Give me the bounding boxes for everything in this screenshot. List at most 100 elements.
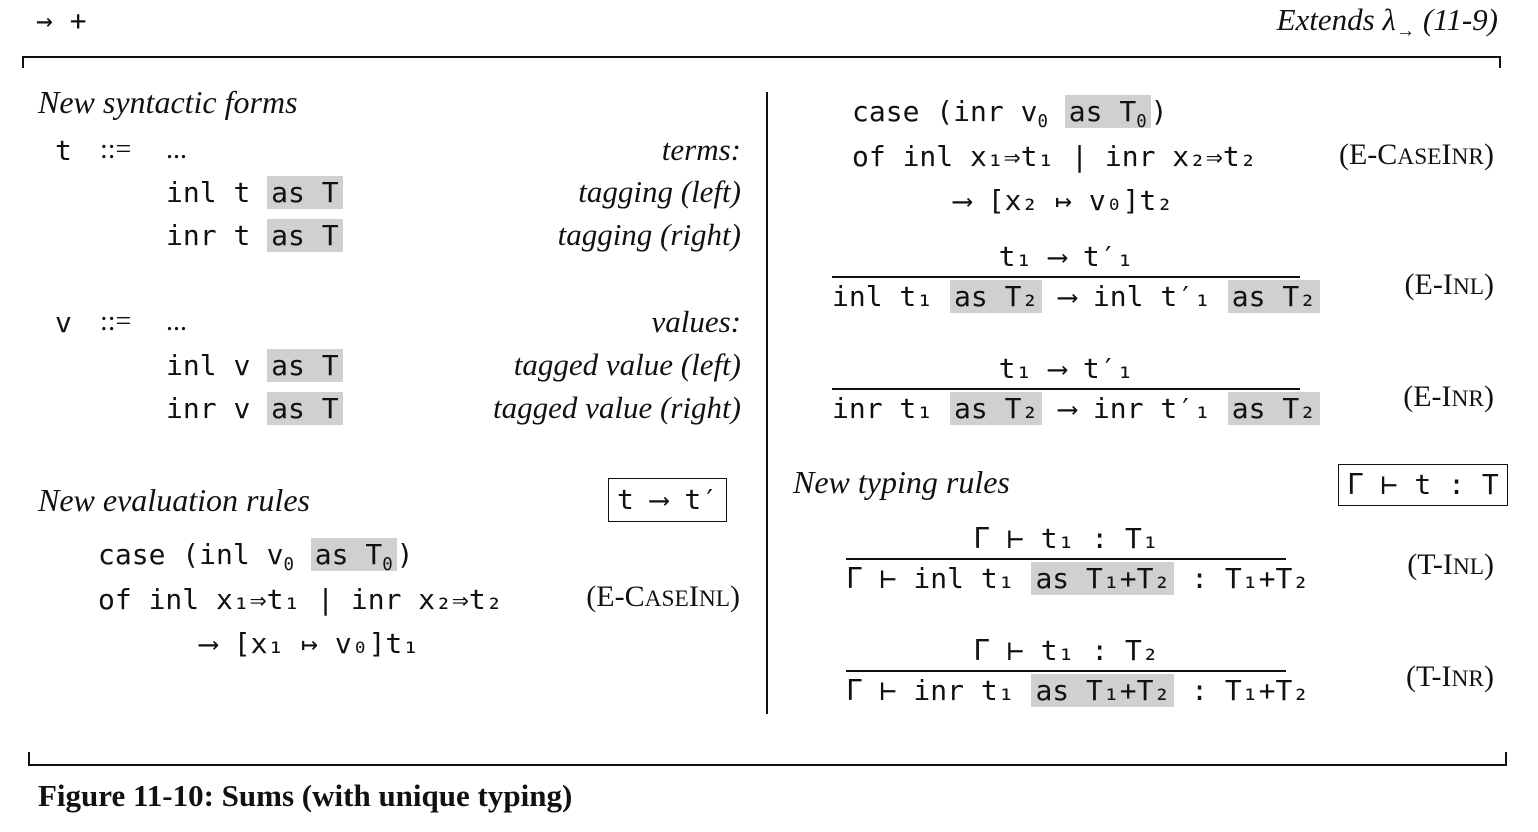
- e-inr-rule: t₁ ⟶ t′₁ inr t₁ as T₂ ⟶ inr t′₁ as T₂: [832, 352, 1321, 425]
- e-caseinr-name-b: ASE: [1397, 144, 1442, 170]
- e-caseinl-close-paren: ): [396, 538, 414, 571]
- terms-metavar: t: [55, 134, 72, 167]
- term-inl-kw: inl: [166, 176, 217, 209]
- top-frame-tick-left: [22, 56, 24, 68]
- e-caseinr-rule-name: (E-CASEINR): [1339, 138, 1494, 172]
- e-caseinl-name-b: ASE: [644, 586, 689, 612]
- header-extends-ref: (11-9): [1415, 2, 1498, 37]
- value-inr-kw: inr: [166, 392, 217, 425]
- e-caseinr-name-e: ): [1484, 138, 1494, 171]
- term-inr-kw: inr: [166, 219, 217, 252]
- t-inl-premise: Γ ⊢ t₁ : T₁: [973, 522, 1159, 555]
- e-caseinr-scrutinee-sub: 0: [1037, 112, 1048, 133]
- e-inr-name-c: ): [1484, 380, 1494, 413]
- bottom-frame-tick-right: [1505, 752, 1507, 766]
- e-caseinr-annotation-text: as T: [1068, 95, 1137, 128]
- e-caseinl-name-c: I: [688, 580, 699, 613]
- t-inr-name-b: NR: [1451, 666, 1485, 692]
- e-caseinl-name-e: ): [730, 580, 740, 613]
- value-inr-annotation: as T: [267, 392, 343, 425]
- header-tag-right: Extends λ→ (11-9): [1277, 2, 1498, 43]
- e-caseinr-name-a: (E-C: [1338, 138, 1398, 171]
- t-inl-name-b: NL: [1452, 554, 1484, 580]
- e-caseinr-line1: case (inr v0 as T0): [852, 95, 1168, 132]
- syntax-heading: New syntactic forms: [38, 84, 298, 120]
- e-inl-inference-line: [832, 276, 1300, 278]
- term-inl-desc: tagging (left): [578, 174, 741, 209]
- e-inl-rule-name: (E-INL): [1405, 268, 1494, 302]
- value-inr-desc: tagged value (right): [493, 390, 741, 425]
- value-inr-arg: v: [233, 392, 251, 425]
- t-inl-inference-line: [846, 558, 1286, 560]
- e-inr-conclusion: inr t₁ as T₂ ⟶ inr t′₁ as T₂: [832, 391, 1321, 425]
- figure-caption: Figure 11-10: Sums (with unique typing): [38, 778, 573, 813]
- value-inl-desc: tagged value (left): [513, 347, 741, 382]
- t-inr-inference-line: [846, 670, 1286, 672]
- typing-judgment-box: Γ ⊢ t : T: [1338, 464, 1508, 506]
- typing-heading: New typing rules: [793, 464, 1010, 500]
- evaluation-judgment-box: t ⟶ t′: [608, 478, 728, 522]
- e-inr-concl-annotation-2: as T₂: [1227, 391, 1321, 425]
- e-inr-name-b: NR: [1451, 386, 1485, 412]
- header-tag-left: → +: [36, 4, 87, 37]
- e-inl-concl-lhs: inl t₁: [832, 279, 934, 313]
- e-inl-name-c: ): [1484, 268, 1494, 301]
- t-inr-name-a: (T-I: [1405, 660, 1452, 693]
- e-inr-concl-lhs: inr t₁: [832, 391, 934, 425]
- value-inr: inr v as T: [166, 392, 343, 425]
- e-caseinr-close-paren: ): [1150, 95, 1168, 128]
- column-divider: [766, 92, 768, 714]
- e-inl-conclusion: inl t₁ as T₂ ⟶ inl t′₁ as T₂: [832, 279, 1321, 313]
- t-inr-rule-name: (T-INR): [1406, 660, 1494, 694]
- value-inl-arg: v: [233, 349, 251, 382]
- e-caseinl-annotation-text: as T: [314, 538, 383, 571]
- t-inr-rule: Γ ⊢ t₁ : T₂ Γ ⊢ inr t₁ as T₁+T₂ : T₁+T₂: [846, 634, 1309, 707]
- t-inr-conclusion: Γ ⊢ inr t₁ as T₁+T₂ : T₁+T₂: [846, 673, 1309, 707]
- term-inr: inr t as T: [166, 219, 343, 252]
- term-inl: inl t as T: [166, 176, 343, 209]
- e-inr-rule-name: (E-INR): [1403, 380, 1494, 414]
- t-inl-concl-annotation: as T₁+T₂: [1031, 561, 1175, 595]
- term-inr-arg: t: [233, 219, 251, 252]
- bottom-frame-tick-left: [28, 752, 30, 766]
- e-caseinl-annotation-sub: 0: [382, 555, 393, 576]
- terms-def: ::=: [100, 134, 132, 165]
- term-inr-annotation: as T: [267, 219, 343, 252]
- e-caseinl-line3: ⟶ [x₁ ↦ v₀]t₁: [200, 627, 420, 660]
- values-def: ::=: [100, 306, 132, 337]
- t-inl-conclusion: Γ ⊢ inl t₁ as T₁+T₂ : T₁+T₂: [846, 561, 1309, 595]
- values-dots: ...: [166, 306, 187, 337]
- t-inr-concl-lhs: Γ ⊢ inr t₁: [846, 673, 1015, 707]
- value-inl-annotation: as T: [267, 349, 343, 382]
- evaluation-heading: New evaluation rules: [38, 482, 310, 518]
- e-inl-concl-annotation-2: as T₂: [1227, 279, 1321, 313]
- header-extends-label: Extends λ: [1276, 2, 1396, 37]
- e-inr-name-a: (E-I: [1403, 380, 1452, 413]
- e-caseinr-line3: ⟶ [x₂ ↦ v₀]t₂: [954, 184, 1174, 217]
- e-caseinr-annotation: as T0: [1064, 95, 1151, 132]
- e-inl-premise: t₁ ⟶ t′₁: [998, 240, 1134, 273]
- e-caseinl-name-a: (E-C: [586, 580, 645, 613]
- e-caseinr-name-c: I: [1441, 138, 1452, 171]
- t-inl-rule: Γ ⊢ t₁ : T₁ Γ ⊢ inl t₁ as T₁+T₂ : T₁+T₂: [846, 522, 1309, 595]
- bottom-frame-rule: [28, 764, 1507, 766]
- term-inl-annotation: as T: [267, 176, 343, 209]
- e-caseinl-name-d: NL: [698, 586, 730, 612]
- t-inl-concl-lhs: Γ ⊢ inl t₁: [846, 561, 1015, 595]
- e-caseinl-scrutinee: case (inl v: [98, 538, 284, 571]
- e-caseinr-name-d: NR: [1451, 144, 1485, 170]
- e-caseinl-line1: case (inl v0 as T0): [98, 538, 414, 575]
- t-inr-concl-type: : T₁+T₂: [1191, 673, 1310, 707]
- t-inr-concl-annotation: as T₁+T₂: [1031, 673, 1175, 707]
- e-inr-concl-annotation: as T₂: [950, 391, 1043, 425]
- e-inr-inference-line: [832, 388, 1300, 390]
- t-inl-concl-type: : T₁+T₂: [1191, 561, 1310, 595]
- e-caseinl-line2: of inl x₁⇒t₁ | inr x₂⇒t₂: [98, 583, 503, 616]
- e-inr-premise: t₁ ⟶ t′₁: [998, 352, 1134, 385]
- e-caseinr-annotation-sub: 0: [1136, 112, 1147, 133]
- term-inl-arg: t: [233, 176, 251, 209]
- term-inr-desc: tagging (right): [557, 217, 741, 252]
- value-inl-kw: inl: [166, 349, 217, 382]
- value-inl: inl v as T: [166, 349, 343, 382]
- t-inr-premise: Γ ⊢ t₁ : T₂: [973, 634, 1159, 667]
